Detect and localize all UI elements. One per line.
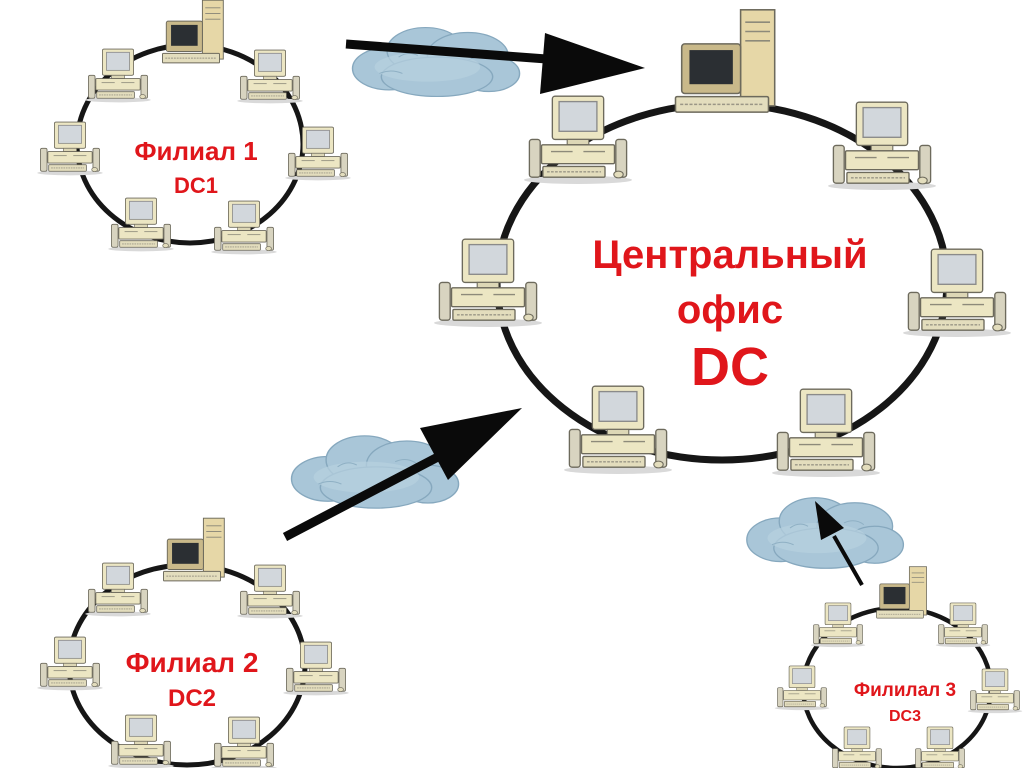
desktop-computer-icon [935, 602, 991, 648]
desktop-computer-icon [523, 95, 633, 185]
branch1-title: Филиал 1 [134, 136, 257, 166]
branch1-network: Филиал 1 DC1 [36, 0, 352, 255]
desktop-computer-icon [236, 564, 304, 619]
desktop-computer-icon [36, 121, 104, 176]
branch3-dc-label: DC3 [889, 708, 921, 725]
desktop-computer-icon [282, 641, 350, 696]
server-computer-icon [163, 517, 225, 582]
arrow-branch3-to-central [815, 501, 864, 586]
desktop-computer-icon [827, 101, 937, 191]
desktop-computer-icon [107, 197, 175, 252]
desktop-computer-icon [284, 126, 352, 181]
central-office-network: Центральный офис DC [433, 9, 1012, 478]
central-office-dc-label: DC [691, 337, 769, 397]
desktop-computer-icon [210, 200, 278, 255]
desktop-computer-icon [36, 636, 104, 691]
desktop-computer-icon [810, 602, 866, 648]
desktop-computer-icon [774, 665, 830, 711]
server-computer-icon [876, 566, 927, 619]
desktop-computer-icon [902, 248, 1012, 338]
desktop-computer-icon [967, 668, 1023, 714]
branch2-title: Филиал 2 [126, 647, 259, 678]
desktop-computer-icon [771, 388, 881, 478]
server-computer-icon [674, 9, 776, 113]
branch3-network: Филилал 3 DC3 [774, 566, 1023, 768]
central-office-title-line1: Центральный [592, 233, 867, 277]
arrow-branch1-to-central [345, 33, 645, 94]
desktop-computer-icon [563, 385, 673, 475]
desktop-computer-icon [210, 716, 278, 768]
desktop-computer-icon [107, 714, 175, 768]
central-office-title-line2: офис [677, 288, 783, 332]
server-computer-icon [162, 0, 224, 64]
branch1-dc-label: DC1 [174, 173, 218, 198]
arrow-branch2-to-central [282, 408, 522, 541]
desktop-computer-icon [433, 238, 543, 328]
branch2-network: Филиал 2 DC2 [36, 517, 350, 768]
branch2-dc-label: DC2 [168, 685, 216, 712]
cloud-icon [351, 26, 521, 98]
branch3-title: Филилал 3 [854, 680, 956, 701]
